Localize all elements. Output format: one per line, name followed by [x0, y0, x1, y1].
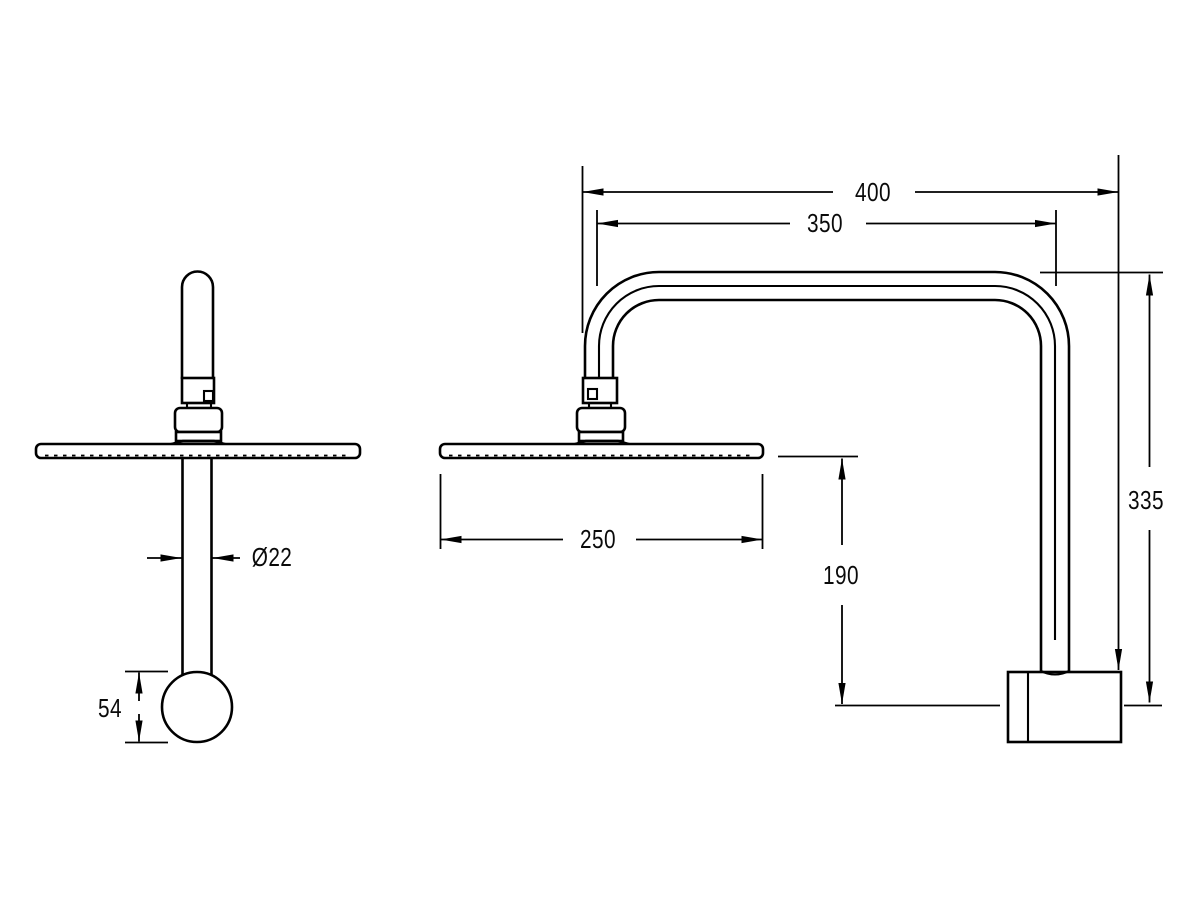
side-band — [577, 430, 625, 443]
dimension-335-label: 335 — [1128, 485, 1164, 515]
dimension-250-label: 250 — [580, 524, 616, 554]
dimension-400-label: 400 — [855, 177, 891, 207]
arm-highlight-line — [597, 284, 1057, 640]
dimension-335 — [1040, 271, 1163, 707]
front-view — [34, 270, 362, 744]
dimension-350 — [596, 210, 1057, 286]
arm-inner-edge — [611, 298, 1043, 672]
front-inlet-pipe — [180, 270, 215, 379]
arm-outer-edge — [583, 270, 1071, 672]
side-shower-disc — [438, 442, 765, 460]
dimension-190 — [778, 455, 1000, 707]
side-ball-housing — [575, 406, 627, 434]
side-collar-notch — [586, 387, 599, 401]
wall-mount-block — [1006, 670, 1123, 744]
front-down-pipe — [181, 458, 213, 675]
dimension-pipe-diameter-label: Ø22 — [251, 542, 293, 572]
dimension-54 — [125, 670, 168, 744]
arm-bottom-curve — [1040, 670, 1070, 676]
dimension-250 — [439, 474, 764, 549]
front-shower-disc — [34, 442, 362, 460]
dimension-54-label: 54 — [98, 693, 122, 723]
side-view — [438, 270, 1123, 744]
front-ball-housing — [173, 406, 224, 434]
front-band — [174, 430, 223, 443]
front-wall-flange — [160, 670, 234, 744]
dimension-350-label: 350 — [807, 208, 843, 238]
front-collar-notch — [202, 389, 215, 403]
dimension-400 — [581, 155, 1123, 670]
dimension-190-label: 190 — [823, 560, 859, 590]
